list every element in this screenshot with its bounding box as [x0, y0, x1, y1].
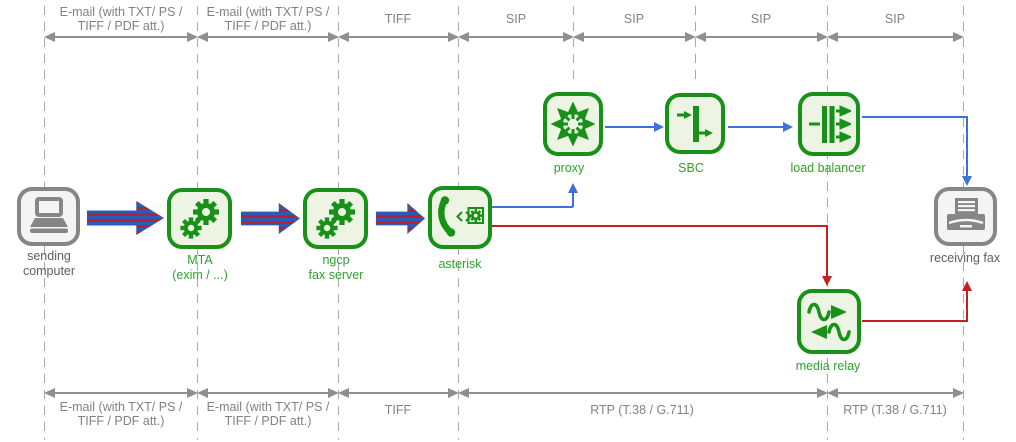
- sip-arrowhead-icon: [962, 176, 972, 186]
- dimension-arrow: [573, 32, 696, 42]
- sip-connector-line: [728, 126, 786, 128]
- sip-arrowhead-icon: [783, 122, 793, 132]
- dimension-arrow: [827, 32, 964, 42]
- rtp-arrowhead-icon: [822, 276, 832, 286]
- radiating-arrows-icon: [551, 102, 595, 146]
- dashed-divider: [695, 6, 696, 82]
- node-ngcp-fax-server: [303, 188, 368, 249]
- top-section-label: SIP: [750, 12, 772, 26]
- node-media-relay: [797, 289, 861, 354]
- bottom-section-label: TIFF: [384, 403, 412, 417]
- node-label-mta: MTA (exim / ...): [172, 253, 228, 282]
- dashed-divider: [827, 6, 828, 440]
- waveform-arrows-icon: [807, 302, 851, 341]
- fax-machine-icon: [946, 197, 985, 230]
- bottom-section-label: E-mail (with TXT/ PS / TIFF / PDF att.): [59, 400, 183, 428]
- node-load-balancer: [798, 92, 860, 156]
- node-label-sending-computer: sending computer: [22, 249, 76, 278]
- rtp-connector-line: [491, 225, 827, 227]
- node-label-proxy: proxy: [553, 161, 585, 175]
- bottom-section-label: E-mail (with TXT/ PS / TIFF / PDF att.): [206, 400, 330, 428]
- sip-connector-line: [605, 126, 657, 128]
- phone-gear-icon: [438, 195, 484, 237]
- gears-icon: [315, 198, 355, 239]
- top-section-label: SIP: [505, 12, 527, 26]
- sip-connector-line: [572, 191, 574, 207]
- email-transport-arrow-icon: [87, 201, 164, 235]
- top-section-label: TIFF: [384, 12, 412, 26]
- dimension-arrow: [197, 388, 339, 398]
- top-section-label: E-mail (with TXT/ PS / TIFF / PDF att.): [59, 5, 183, 33]
- laptop-icon: [29, 196, 68, 233]
- node-label-ngcp-fax-server: ngcp fax server: [308, 253, 364, 282]
- node-receiving-fax: [934, 187, 997, 246]
- node-label-media-relay: media relay: [795, 359, 861, 373]
- dimension-arrow: [458, 32, 574, 42]
- tiff-transport-arrow-icon: [376, 203, 425, 234]
- node-mta: [167, 188, 232, 249]
- node-label-asterisk: asterisk: [438, 257, 482, 271]
- dimension-arrow: [197, 32, 339, 42]
- dimension-arrow: [338, 32, 459, 42]
- top-section-label: SIP: [623, 12, 645, 26]
- sip-arrowhead-icon: [654, 122, 664, 132]
- node-asterisk: [428, 186, 492, 249]
- rtp-connector-line: [862, 320, 967, 322]
- dimension-arrow: [827, 388, 964, 398]
- dashed-divider: [573, 6, 574, 82]
- load-balancer-icon: [809, 105, 851, 143]
- node-label-load-balancer: load balancer: [790, 161, 866, 175]
- sip-connector-line: [491, 206, 573, 208]
- node-label-sbc: SBC: [678, 161, 704, 175]
- dimension-arrow: [458, 388, 828, 398]
- rtp-arrowhead-icon: [962, 281, 972, 291]
- dimension-arrow: [338, 388, 459, 398]
- sip-arrowhead-icon: [568, 183, 578, 193]
- bottom-section-label: RTP (T.38 / G.711): [590, 403, 694, 417]
- sip-connector-line: [966, 116, 968, 178]
- dimension-arrow: [44, 32, 198, 42]
- sip-connector-line: [862, 116, 967, 118]
- node-sending-computer: [17, 187, 80, 246]
- node-proxy: [543, 92, 603, 156]
- rtp-connector-line: [966, 290, 968, 322]
- dimension-arrow: [44, 388, 198, 398]
- node-sbc: [665, 93, 725, 154]
- top-section-label: E-mail (with TXT/ PS / TIFF / PDF att.): [206, 5, 330, 33]
- dimension-arrow: [695, 32, 828, 42]
- top-section-label: SIP: [884, 12, 906, 26]
- email-transport-arrow-icon: [241, 203, 300, 234]
- barrier-arrow-icon: [677, 105, 713, 142]
- node-label-receiving-fax: receiving fax: [929, 251, 1001, 265]
- gears-icon: [179, 198, 219, 239]
- rtp-connector-line: [826, 225, 828, 278]
- bottom-section-label: RTP (T.38 / G.711): [843, 403, 947, 417]
